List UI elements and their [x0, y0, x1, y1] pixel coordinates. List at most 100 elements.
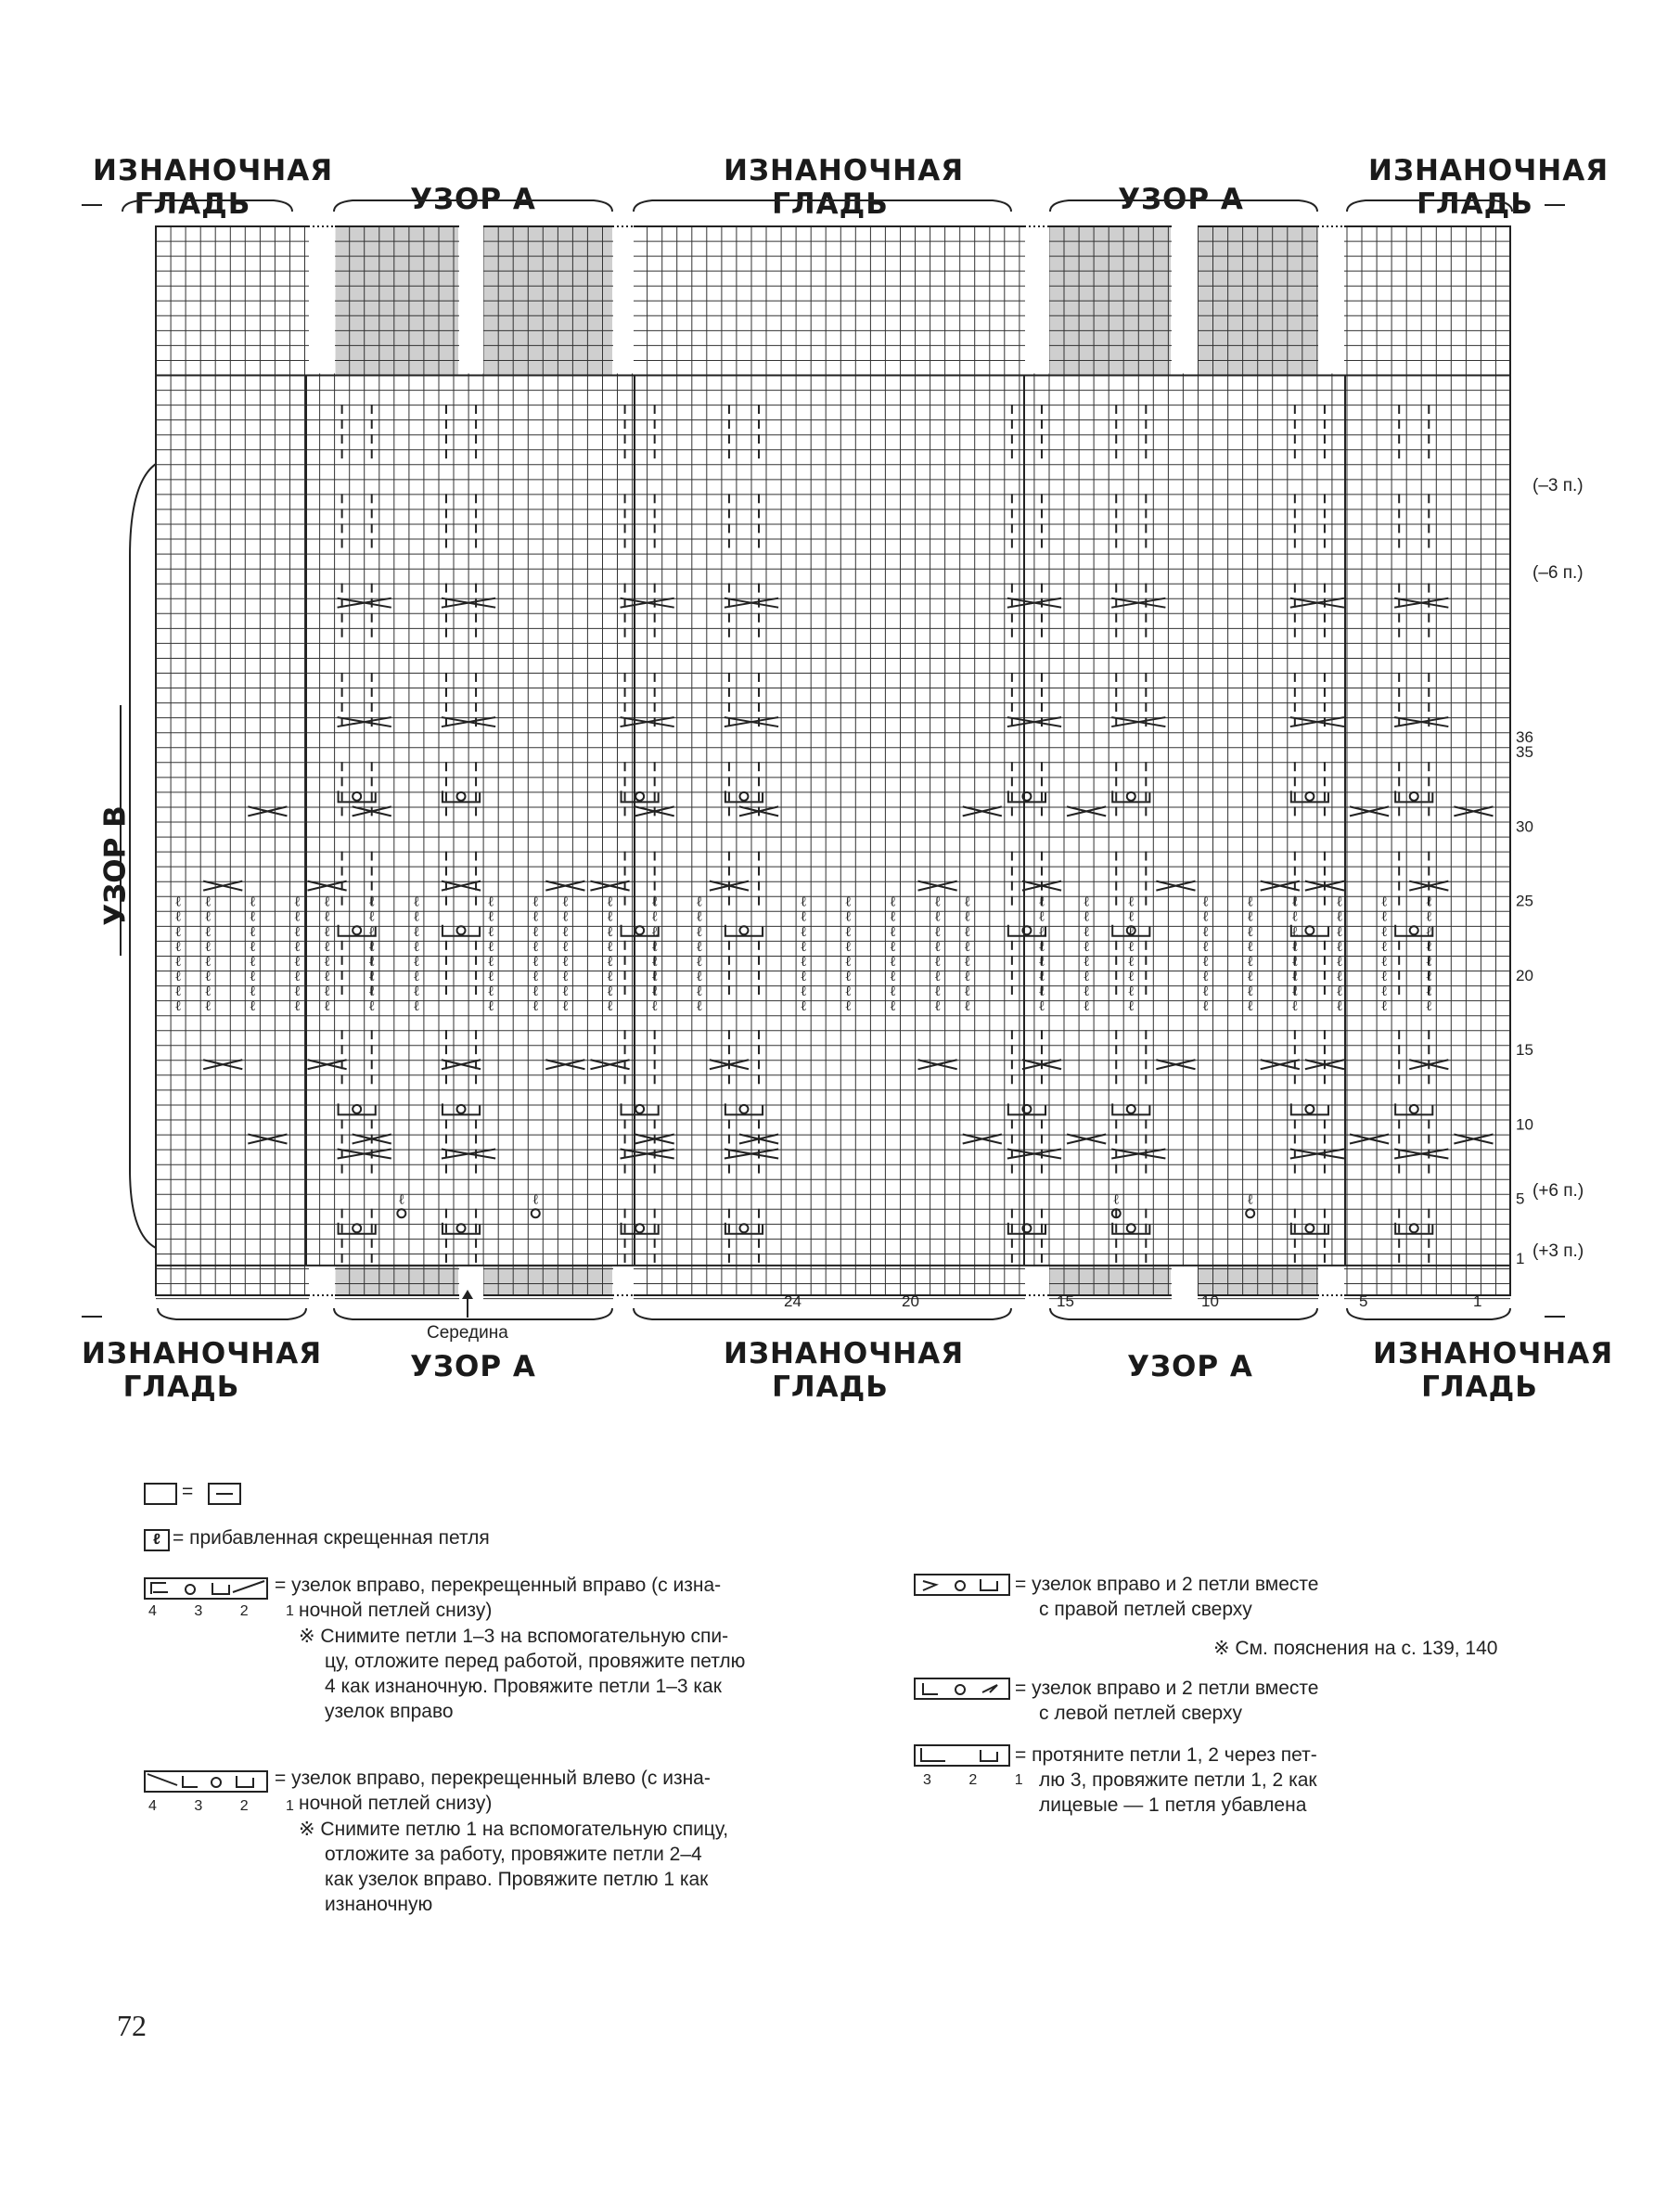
twisted-mark: ℓ: [1426, 983, 1431, 999]
twisted-mark: ℓ: [935, 953, 941, 970]
cross-mark: [442, 1060, 481, 1069]
cross-mark: [203, 1060, 242, 1069]
twisted-mark: ℓ: [205, 997, 211, 1014]
twisted-mark: ℓ: [1113, 1191, 1119, 1208]
col-number: 20: [902, 1292, 919, 1311]
twisted-mark: ℓ: [935, 997, 941, 1014]
twisted-mark: ℓ: [1039, 938, 1045, 955]
row-number: 1: [1516, 1250, 1524, 1267]
legend-note: ※ Снимите петли 1–3 на вспомогательную с…: [299, 1624, 728, 1649]
knot-mark: [353, 1224, 361, 1232]
twisted-mark: ℓ: [205, 953, 211, 970]
twisted-mark: ℓ: [1248, 938, 1253, 955]
middle-arrow-head-icon: [462, 1290, 473, 1299]
column-gap: [1172, 1267, 1198, 1302]
twisted-mark: ℓ: [369, 997, 375, 1014]
column-gap: [1318, 221, 1344, 374]
cross-mark: [963, 806, 1002, 816]
twisted-mark: ℓ: [1039, 953, 1045, 970]
middle-label: Середина: [427, 1323, 508, 1344]
twisted-mark: ℓ: [1039, 908, 1045, 925]
row-number: 30: [1516, 817, 1533, 835]
twisted-mark: ℓ: [414, 938, 419, 955]
twisted-mark: ℓ: [1039, 997, 1045, 1014]
legend-note: цу, отложите перед работой, провяжите пе…: [325, 1649, 745, 1674]
gray-band: [484, 1266, 612, 1295]
twisted-mark: ℓ: [1337, 938, 1342, 955]
twisted-mark: ℓ: [369, 938, 375, 955]
twisted-mark: ℓ: [801, 908, 806, 925]
twisted-mark: ℓ: [652, 908, 658, 925]
knot-mark: [635, 926, 644, 934]
twisted-mark: ℓ: [1337, 908, 1342, 925]
legend-text: лицевые — 1 петля убавлена: [1039, 1793, 1306, 1818]
twisted-mark: ℓ: [1203, 997, 1209, 1014]
twisted-mark: ℓ: [965, 997, 970, 1014]
knot-mark: [1410, 1105, 1418, 1113]
twisted-mark: ℓ: [1292, 968, 1298, 984]
cross-mark: [590, 881, 629, 891]
twisted-mark: ℓ: [1381, 923, 1387, 940]
gray-band: [1050, 1266, 1171, 1295]
twisted-mark: ℓ: [175, 968, 181, 984]
twisted-mark: ℓ: [801, 983, 806, 999]
twisted-mark: ℓ: [532, 953, 538, 970]
twisted-mark: ℓ: [801, 923, 806, 940]
twisted-mark: ℓ: [205, 923, 211, 940]
row-note: (–6 п.): [1533, 563, 1584, 584]
twisted-mark: ℓ: [175, 983, 181, 999]
twisted-mark: ℓ: [250, 997, 256, 1014]
twisted-mark: ℓ: [1248, 968, 1253, 984]
twisted-mark: ℓ: [891, 997, 896, 1014]
twisted-mark: ℓ: [1203, 923, 1209, 940]
twisted-mark: ℓ: [652, 938, 658, 955]
cross-mark: [1067, 806, 1106, 816]
column-gap: [613, 1267, 634, 1302]
legend-text: лю 3, провяжите петли 1, 2 как: [1039, 1768, 1317, 1793]
twisted-mark: ℓ: [1084, 968, 1089, 984]
twisted-mark: ℓ: [1426, 908, 1431, 925]
side-label-uzor-b: УЗОР В: [88, 807, 144, 928]
row-number: 10: [1516, 1115, 1533, 1133]
twisted-mark: ℓ: [295, 908, 301, 925]
twisted-mark: ℓ: [1292, 908, 1298, 925]
twisted-mark: ℓ: [652, 923, 658, 940]
twisted-mark: ℓ: [1084, 997, 1089, 1014]
cross-mark: [442, 881, 481, 891]
twisted-mark: ℓ: [1248, 894, 1253, 910]
bracket: [334, 1308, 612, 1319]
twisted-mark: ℓ: [801, 938, 806, 955]
twisted-mark: ℓ: [891, 894, 896, 910]
twisted-mark: ℓ: [250, 923, 256, 940]
twisted-mark: ℓ: [175, 953, 181, 970]
twisted-mark: ℓ: [532, 983, 538, 999]
knot-mark: [457, 792, 466, 801]
cross-mark: [1156, 1060, 1195, 1069]
column-gap: [459, 221, 483, 374]
header-bottom-right: ИЗНАНОЧНАЯ ГЛАДЬ: [1373, 1337, 1586, 1404]
twisted-mark: ℓ: [1426, 953, 1431, 970]
twisted-mark: ℓ: [801, 968, 806, 984]
twisted-mark: ℓ: [965, 968, 970, 984]
side-label-text: УЗОР В: [99, 805, 133, 925]
twisted-mark: ℓ: [891, 953, 896, 970]
twisted-mark: ℓ: [414, 908, 419, 925]
cross-mark: [1350, 806, 1389, 816]
twisted-mark: ℓ: [801, 953, 806, 970]
twisted-mark: ℓ: [1039, 983, 1045, 999]
twisted-mark: ℓ: [1381, 997, 1387, 1014]
twisted-mark: ℓ: [608, 983, 613, 999]
twisted-mark: ℓ: [532, 1191, 538, 1208]
bracket: [1050, 200, 1317, 212]
twisted-mark: ℓ: [325, 997, 330, 1014]
knot-mark: [1246, 1209, 1254, 1217]
legend-numbers: 4 3 2 1: [148, 1798, 311, 1815]
legend-purl-cell-icon: [208, 1483, 241, 1505]
twisted-mark: ℓ: [608, 997, 613, 1014]
header-line: УЗОР А: [408, 1350, 538, 1383]
twisted-mark: ℓ: [1426, 997, 1431, 1014]
column-gap: [1318, 1267, 1344, 1302]
twisted-mark: ℓ: [414, 923, 419, 940]
twisted-mark: ℓ: [935, 908, 941, 925]
legend-knot-2tog-right-icon: [914, 1574, 1011, 1598]
